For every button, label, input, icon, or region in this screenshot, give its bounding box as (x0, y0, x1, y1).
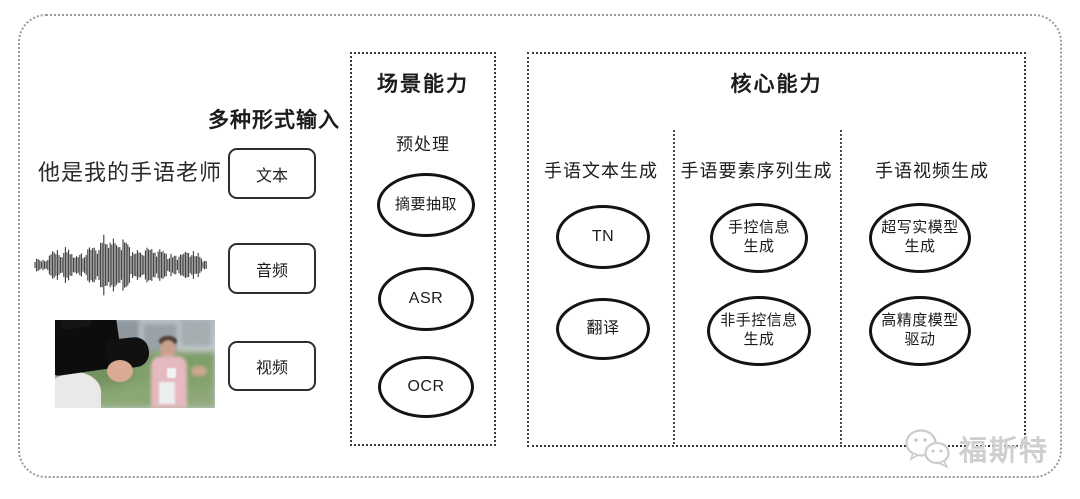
video-thumbnail (55, 320, 215, 408)
scene-capability-box: 场景能力 预处理 摘要抽取 ASR OCR (350, 52, 496, 446)
watermark: 福斯特 (903, 427, 1049, 471)
thumb-microphone (167, 368, 176, 378)
node-translation: 翻译 (556, 298, 650, 360)
thumb-building (181, 320, 211, 346)
node-high-precision-drive: 高精度模型 驱动 (869, 296, 971, 366)
node-ocr: OCR (378, 356, 474, 418)
wechat-icon (905, 429, 950, 469)
column-divider (673, 130, 675, 444)
scene-capability-title: 场景能力 (377, 73, 469, 96)
core-capability-box: 核心能力 手语文本生成 手语要素序列生成 手语视频生成 TN 翻译 手控信息 生… (527, 52, 1026, 447)
node-hyperreal-model-gen: 超写实模型 生成 (869, 203, 971, 273)
column-header-video-generation: 手语视频生成 (875, 161, 989, 181)
input-box-text-label: 文本 (255, 167, 288, 185)
core-capability-title: 核心能力 (730, 73, 823, 96)
node-summary-extraction: 摘要抽取 (377, 173, 475, 237)
thumb-reporter-head (160, 340, 176, 358)
thumb-photographer-hand (107, 360, 133, 382)
thumb-reporter-papers (159, 382, 175, 404)
column-header-element-sequence: 手语要素序列生成 (680, 161, 833, 181)
column-divider (840, 130, 842, 444)
input-section-title: 多种形式输入 (208, 109, 340, 132)
node-non-manual-info-gen: 非手控信息 生成 (707, 296, 811, 366)
input-box-video-label: 视频 (255, 360, 288, 377)
column-header-text-generation: 手语文本生成 (544, 161, 658, 181)
input-box-text: 文本 (228, 148, 316, 199)
node-manual-info-gen: 手控信息 生成 (710, 203, 808, 273)
node-tn: TN (556, 205, 650, 269)
preprocess-label: 预处理 (396, 135, 450, 154)
audio-waveform-icon (34, 234, 207, 296)
outer-dotted-frame (18, 14, 1062, 478)
example-sentence: 他是我的手语老师 (37, 160, 222, 185)
watermark-text: 福斯特 (959, 435, 1050, 466)
thumb-photographer-shoulder (55, 372, 101, 408)
input-box-video: 视频 (228, 341, 316, 391)
input-box-audio: 音频 (228, 243, 316, 294)
thumb-reporter-arm (191, 366, 207, 376)
input-box-audio-label: 音频 (255, 262, 288, 280)
node-asr: ASR (378, 267, 474, 331)
